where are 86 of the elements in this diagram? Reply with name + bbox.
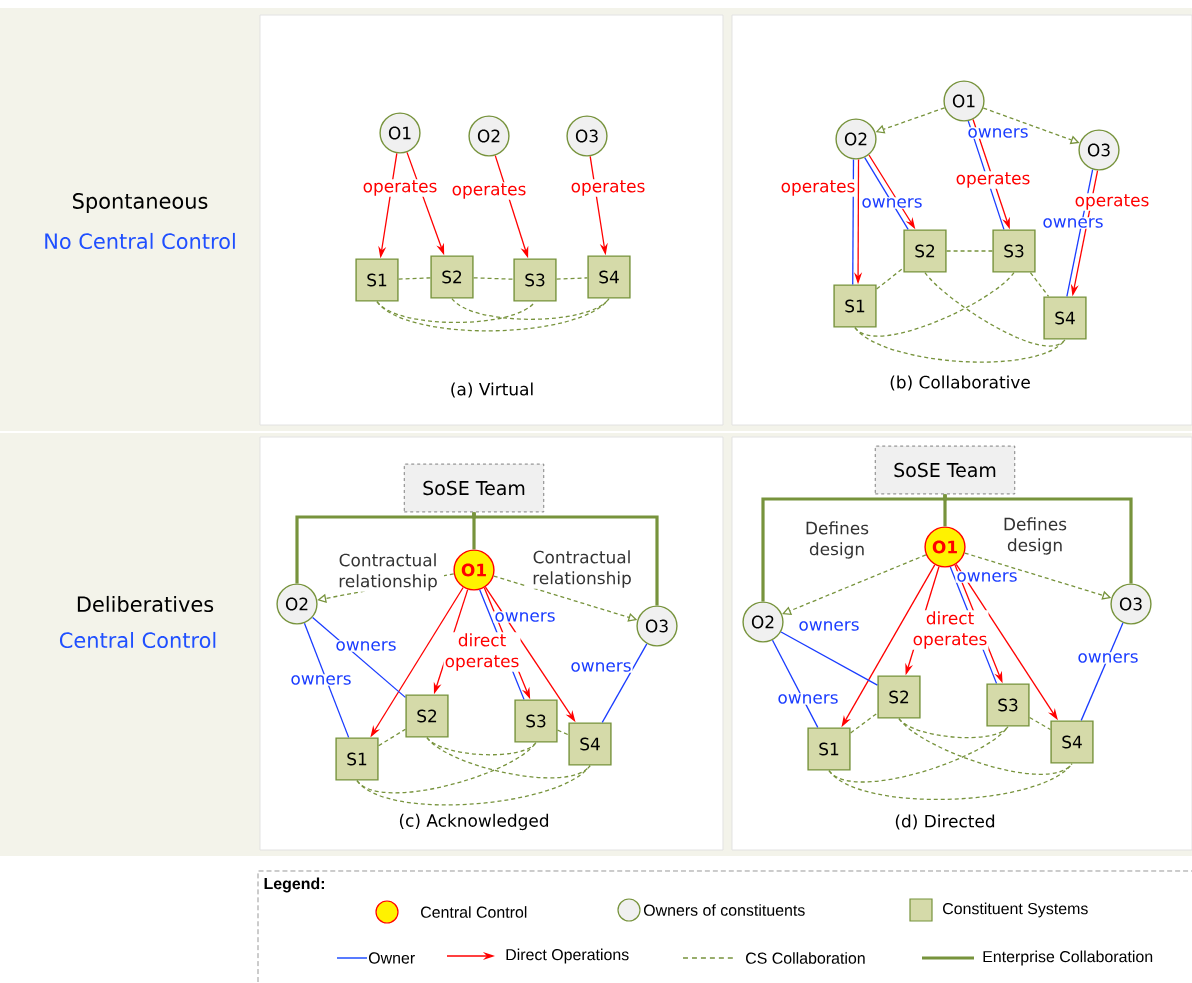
system-square: S1 bbox=[355, 258, 399, 302]
dashed-line bbox=[854, 326, 1066, 363]
system-square: S2 bbox=[877, 675, 921, 719]
edge-label: Defines design bbox=[996, 516, 1074, 556]
line bbox=[864, 157, 909, 231]
dashed-line bbox=[376, 300, 536, 324]
legend-text: Owner bbox=[368, 952, 415, 964]
edge-label: Contractual relationship bbox=[526, 549, 638, 589]
edge-label: owners bbox=[569, 661, 633, 673]
system-square: S1 bbox=[335, 737, 379, 781]
enterprise-line bbox=[472, 512, 659, 606]
dashed-line bbox=[398, 277, 432, 280]
dashed-line bbox=[828, 725, 1009, 783]
edge-label: Contractual relationship bbox=[332, 552, 444, 592]
system-square: S2 bbox=[903, 229, 947, 273]
edge-label: operates bbox=[779, 179, 857, 197]
edge-label: owners bbox=[289, 674, 353, 686]
system-square: S3 bbox=[992, 229, 1036, 273]
dashed-line bbox=[924, 271, 1066, 347]
edge-label: owners bbox=[966, 127, 1030, 139]
system-square: S3 bbox=[513, 258, 557, 302]
system-square: S1 bbox=[833, 284, 877, 328]
legend-text: CS Collaboration bbox=[746, 952, 865, 964]
line bbox=[852, 158, 855, 286]
dashed-line bbox=[557, 729, 570, 736]
dashed-line bbox=[898, 717, 1009, 739]
system-square: S4 bbox=[568, 722, 612, 766]
dashed-line bbox=[556, 277, 589, 280]
edge-label: owners bbox=[1076, 652, 1140, 664]
team-box: SoSE Team bbox=[403, 463, 545, 513]
dashed-line bbox=[1028, 716, 1052, 731]
line bbox=[601, 643, 648, 724]
system-square: S2 bbox=[405, 694, 449, 738]
edge-label: Defines design bbox=[798, 520, 876, 560]
legend-text: Constituent Systems bbox=[943, 902, 1088, 918]
system-square: S4 bbox=[1043, 296, 1087, 340]
edge-label: operates bbox=[954, 171, 1032, 189]
legend-text: Direct Operations bbox=[506, 948, 629, 964]
legend-text: Central Control bbox=[421, 906, 527, 918]
dashed-line bbox=[378, 728, 407, 747]
legend-text: Owners of constituents bbox=[643, 904, 805, 916]
dashed-line bbox=[875, 267, 905, 290]
dashed-line bbox=[945, 250, 994, 252]
line bbox=[771, 639, 819, 729]
edge-label: operates bbox=[1073, 193, 1151, 211]
edge-label: direct operates bbox=[443, 632, 521, 672]
dashed-line bbox=[356, 764, 591, 806]
enterprise-line bbox=[943, 494, 1133, 584]
system-square: S2 bbox=[430, 255, 474, 299]
edge-label: operates bbox=[361, 179, 439, 197]
line bbox=[1080, 622, 1124, 722]
dashed-line bbox=[1029, 271, 1050, 298]
dashed-line bbox=[356, 741, 537, 794]
edge-label: owners bbox=[334, 640, 398, 652]
system-square: S1 bbox=[807, 727, 851, 771]
system-square: S3 bbox=[986, 683, 1030, 727]
row-label: Central Control bbox=[59, 631, 216, 649]
team-box: SoSE Team bbox=[874, 445, 1016, 495]
system-square: S4 bbox=[587, 255, 631, 299]
row-label: Deliberatives bbox=[77, 595, 214, 613]
edge-label: owners bbox=[776, 693, 840, 705]
edge-label: direct operates bbox=[911, 610, 989, 650]
edge-label: owners bbox=[860, 197, 924, 209]
line bbox=[303, 622, 350, 739]
dashed-line bbox=[451, 297, 610, 320]
dashed-line bbox=[426, 736, 537, 756]
dashed-line bbox=[473, 277, 515, 280]
legend-heading: Legend: bbox=[264, 877, 324, 893]
system-square: S3 bbox=[514, 699, 558, 743]
edge-label: owners bbox=[493, 611, 557, 623]
edge-label: owners bbox=[797, 620, 861, 632]
edge-label: owners bbox=[955, 571, 1019, 583]
edge-label: owners bbox=[1041, 217, 1105, 229]
row-label: No Central Control bbox=[45, 232, 235, 250]
line bbox=[780, 631, 879, 686]
edge-label: operates bbox=[569, 179, 647, 197]
line bbox=[312, 616, 407, 699]
dashed-line bbox=[849, 712, 879, 734]
dashed-line bbox=[898, 717, 1073, 775]
edge-label: operates bbox=[450, 182, 528, 200]
dashed-line bbox=[854, 271, 1015, 337]
system-square: S4 bbox=[1050, 720, 1094, 764]
dashed-line bbox=[376, 297, 610, 332]
legend-text: Enterprise Collaboration bbox=[983, 950, 1153, 966]
dashed-arrow bbox=[782, 554, 927, 616]
row-label: Spontaneous bbox=[73, 193, 208, 213]
